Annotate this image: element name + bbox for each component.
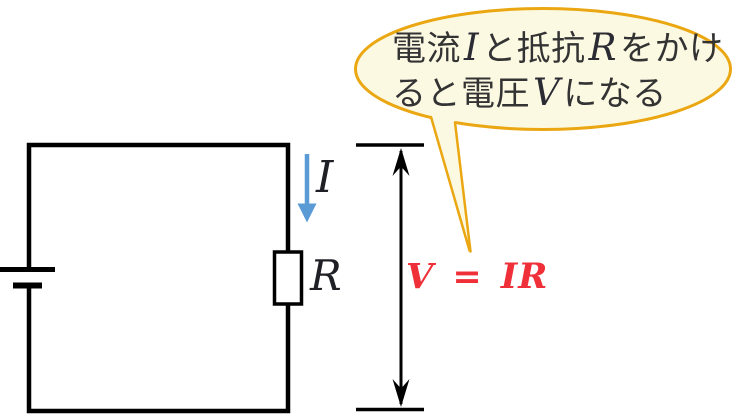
current-arrow-head xyxy=(297,203,317,223)
resistor-label: R xyxy=(310,251,342,300)
battery-icon xyxy=(0,267,55,289)
voltage-measure-arrow xyxy=(356,143,424,412)
speech-bubble-tail-left-edge xyxy=(429,115,471,252)
voltage-symbol-inline: V xyxy=(533,71,561,114)
bubble-line-2: ると電圧Vになる xyxy=(392,71,723,116)
measure-arrowhead-down xyxy=(392,379,410,407)
current-symbol-inline: I xyxy=(464,26,480,69)
speech-bubble-tail-right-edge xyxy=(453,121,472,253)
current-label: I xyxy=(316,152,334,203)
bubble-line2-text-b: になる xyxy=(563,75,667,113)
speech-bubble-ellipse xyxy=(354,7,732,131)
resistance-symbol-inline: R xyxy=(588,26,617,69)
bubble-line1-text-a: 電流 xyxy=(392,30,461,68)
speech-bubble-tail xyxy=(429,111,472,253)
measure-arrowhead-up xyxy=(392,148,410,176)
bubble-line2-text-a: ると電圧 xyxy=(392,75,530,113)
bubble-line1-text-b: と抵抗 xyxy=(482,30,586,68)
formula-text: V = IR xyxy=(406,256,549,297)
resistor-icon xyxy=(272,250,304,306)
bubble-line1-text-c: をかけ xyxy=(619,30,724,68)
bubble-line-1: 電流Iと抵抗Rをかけ xyxy=(392,26,723,71)
speech-bubble-text: 電流Iと抵抗Rをかけ ると電圧Vになる xyxy=(392,26,723,116)
speech-bubble xyxy=(354,7,732,253)
circuit-loop-wire xyxy=(26,142,291,414)
current-arrow-icon xyxy=(297,154,317,223)
